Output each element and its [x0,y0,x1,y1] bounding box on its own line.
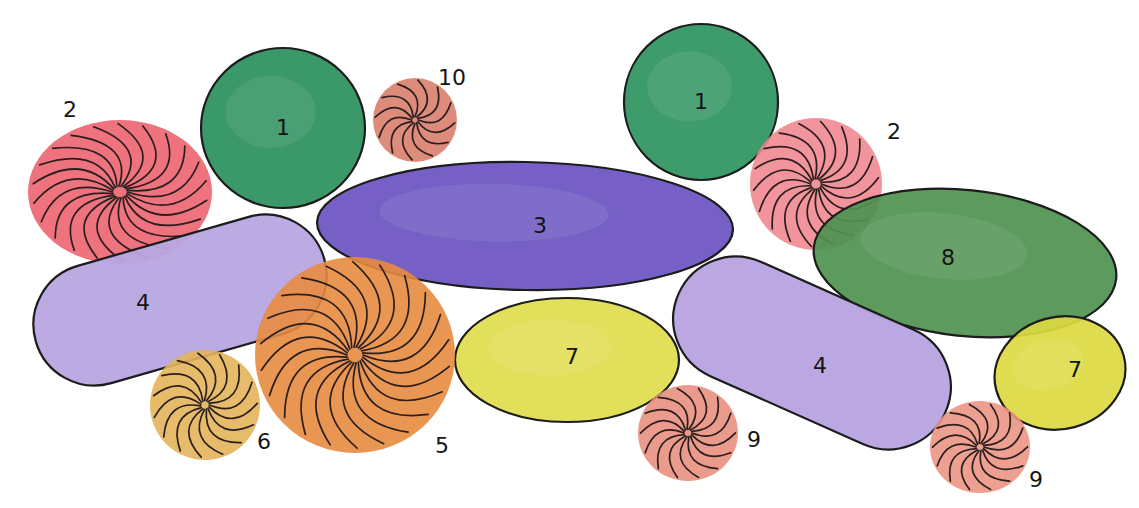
plant-shape [144,344,266,466]
plant-number: 4 [813,355,827,377]
plant-number: 7 [1068,359,1082,381]
plant-number: 2 [63,99,77,121]
plant-number: 3 [533,215,547,237]
plant-number: 9 [1029,469,1043,491]
plant-number: 2 [887,121,901,143]
flower-clump: 9 [924,391,1036,503]
flower-clump: 10 [367,72,463,168]
plant-number: 1 [276,117,290,139]
plant-number: 4 [136,292,150,314]
plant-group: 1 [195,40,371,216]
plant-number: 1 [694,91,708,113]
flower-clump: 5 [249,249,461,461]
flower-clump: 9 [632,377,744,489]
plant-number: 10 [438,67,466,89]
plant-shape [924,391,1036,503]
flower-clump: 6 [144,344,266,466]
plant-shape [249,249,461,461]
plant-number: 6 [257,431,271,453]
plant-number: 9 [747,429,761,451]
plant-number: 7 [565,346,579,368]
plant-shape [632,377,744,489]
plant-number: 8 [941,247,955,269]
plant-number: 5 [435,435,449,457]
